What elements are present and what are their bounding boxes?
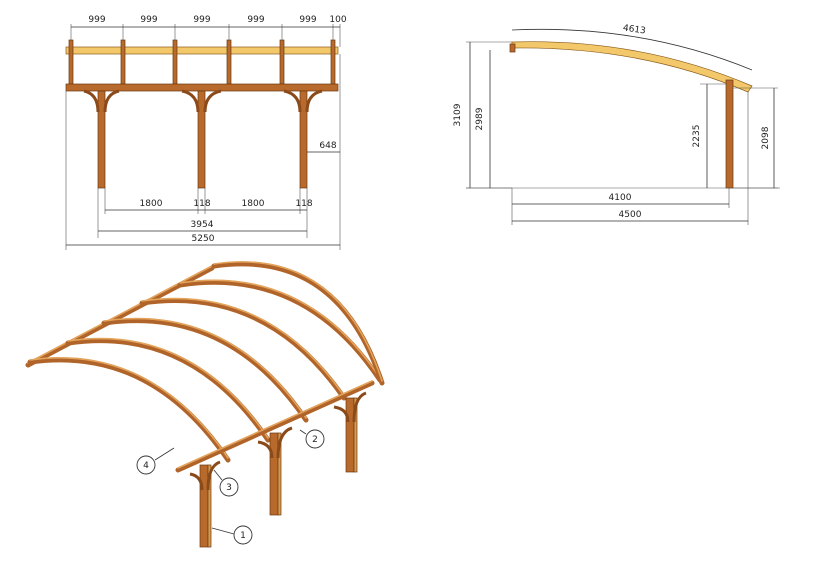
callout-4: 4 (136, 447, 175, 475)
side-dimensions: 4613 3109 2989 2235 2098 4100 (453, 23, 780, 225)
iso-callouts: 1 2 3 4 (136, 429, 325, 545)
iso-braces (189, 391, 367, 491)
front-bottom-dimensions: 1800 118 1800 118 3954 5250 (65, 91, 341, 250)
side-view: 4613 3109 2989 2235 2098 4100 (453, 23, 780, 225)
front-post-middle (197, 90, 206, 189)
front-post-right (299, 90, 308, 189)
dim-top-3: 999 (193, 15, 210, 25)
side-rear-stub (509, 43, 516, 53)
dim-bottom-118a: 118 (193, 199, 210, 209)
svg-text:2: 2 (312, 435, 318, 445)
dim-depth-4100: 4100 (609, 193, 632, 203)
front-side-dimension: 648 (307, 54, 341, 160)
dim-bottom-1800a: 1800 (140, 199, 163, 209)
dim-top-1: 999 (88, 15, 105, 25)
front-top-rafter (65, 46, 339, 55)
dim-arc-4613: 4613 (622, 23, 646, 36)
callout-2: 2 (299, 429, 325, 449)
dim-bottom-1800b: 1800 (242, 199, 265, 209)
front-top-dimensions: 999 999 999 999 999 100 (70, 15, 347, 47)
side-curved-rafter (511, 41, 753, 93)
dim-depth-4500: 4500 (619, 210, 642, 220)
iso-front-beam (175, 380, 375, 473)
dim-side-648: 648 (319, 141, 336, 151)
svg-text:1: 1 (240, 531, 246, 541)
dim-top-5: 999 (299, 15, 316, 25)
iso-rafters (27, 261, 385, 463)
front-rafter-ends (68, 39, 336, 85)
front-braces (83, 89, 323, 113)
dim-bottom-118b: 118 (295, 199, 312, 209)
dim-top-6: 100 (329, 15, 346, 25)
dim-height-3109: 3109 (453, 103, 463, 126)
callout-1: 1 (211, 525, 253, 545)
dim-overall-5250: 5250 (192, 234, 215, 244)
dim-top-4: 999 (247, 15, 264, 25)
front-view: 999 999 999 999 999 100 648 1800 118 180… (65, 15, 347, 250)
front-post-left (97, 90, 106, 189)
svg-text:4: 4 (143, 461, 149, 471)
dim-overall-3954: 3954 (191, 220, 214, 230)
dim-post-2098: 2098 (761, 126, 771, 149)
isometric-view: 1 2 3 4 (25, 261, 385, 548)
svg-text:3: 3 (226, 483, 232, 493)
dim-post-2235: 2235 (692, 125, 702, 148)
dim-height-2989: 2989 (475, 107, 485, 130)
front-main-beam (65, 83, 339, 92)
side-front-post (725, 79, 734, 189)
iso-posts (199, 397, 358, 548)
dim-top-2: 999 (140, 15, 157, 25)
callout-3: 3 (213, 469, 239, 497)
